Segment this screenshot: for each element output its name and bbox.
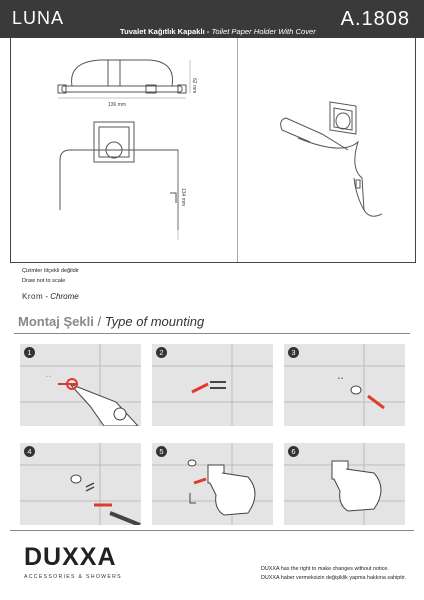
perspective-drawing <box>280 101 383 217</box>
step-1-illustration: ◦ ◦ <box>20 344 141 426</box>
mounting-step-3: • • 3 <box>284 344 405 426</box>
mounting-rule <box>14 333 410 334</box>
finish-sep: - <box>43 292 51 301</box>
header-bar: LUNA A.1808 Tuvalet Kağıtlık Kapaklı - T… <box>0 0 424 38</box>
height-dim-label: 134 mm <box>180 188 186 206</box>
step-1-number: 1 <box>24 347 35 358</box>
finish-tr: Krom <box>22 292 44 301</box>
mounting-title-en: Type of mounting <box>104 314 205 329</box>
svg-text:◦ ◦: ◦ ◦ <box>46 374 51 380</box>
insert-arrow-icon <box>191 382 209 394</box>
disclaimer: DUXXA has the right to make changes with… <box>261 565 406 583</box>
rosette <box>335 112 351 130</box>
logo-text: DUXXA <box>24 543 117 571</box>
bracket-arrow-icon <box>367 394 385 410</box>
top-view-bar <box>61 85 183 93</box>
mounting-step-2: 2 <box>152 344 273 426</box>
arm <box>280 117 349 151</box>
svg-text:• •: • • <box>338 376 343 382</box>
step-5-number: 5 <box>156 446 167 457</box>
product-title-sep: - <box>204 27 212 36</box>
footer-rule <box>10 530 414 531</box>
mounting-step-4: 4 <box>20 443 141 525</box>
step-2-number: 2 <box>156 347 167 358</box>
mounting-title-tr: Montaj Şekli <box>18 314 94 329</box>
cover-knob <box>355 179 361 189</box>
finish-label: Krom - Chrome <box>22 292 79 301</box>
scale-note: Çizimler ölçekli değildir Draw not to sc… <box>22 266 79 286</box>
step-2-illustration <box>152 344 273 426</box>
step-6-number: 6 <box>288 446 299 457</box>
mounting-step-1: ◦ ◦ 1 <box>20 344 141 426</box>
scale-note-en: Draw not to scale <box>22 278 66 284</box>
top-view-knob <box>145 84 157 94</box>
attach-arrow-icon <box>193 477 207 485</box>
front-view-plate-inner <box>98 126 130 158</box>
depth-dim-label: 62 mm <box>191 78 197 93</box>
cover-edge <box>353 177 365 211</box>
product-title: Tuvalet Kağıtlık Kapaklı - Toilet Paper … <box>120 27 316 36</box>
product-title-en: Toilet Paper Holder With Cover <box>211 27 316 36</box>
disclaimer-en: DUXXA has the right to make changes with… <box>260 566 389 572</box>
product-code: A.1808 <box>340 8 410 30</box>
step-3-illustration: • • <box>284 344 405 426</box>
finish-en: Chrome <box>50 292 79 301</box>
logo-tagline: ACCESSORIES & SHOWERS <box>24 574 122 580</box>
drill-icon <box>69 383 139 426</box>
top-view-stem <box>107 59 121 87</box>
bracket-icon <box>70 474 82 484</box>
step-4-number: 4 <box>24 446 35 457</box>
scale-note-tr: Çizimler ölçekli değildir <box>22 268 79 274</box>
front-view-hook <box>170 192 177 203</box>
top-view-cap-left <box>57 84 67 94</box>
front-view-plate <box>93 121 135 163</box>
duxxa-logo: DUXXA <box>24 543 117 572</box>
drill-chuck <box>113 407 127 421</box>
step-5-illustration <box>152 443 273 525</box>
screwdriver-icon <box>109 511 141 525</box>
top-view-cover <box>71 59 174 87</box>
drawing-divider <box>237 38 238 262</box>
disclaimer-tr: DUXXA haber vermeksizin değişiklik yapma… <box>260 575 406 581</box>
technical-drawing-frame <box>10 38 416 263</box>
mounting-title: Montaj Şekli / Type of mounting <box>18 314 204 329</box>
product-title-tr: Tuvalet Kağıtlık Kapaklı <box>120 27 205 36</box>
cover <box>297 137 383 217</box>
series-name: LUNA <box>12 8 65 28</box>
top-view-cap-right <box>177 84 187 94</box>
installed-holder-icon <box>333 468 382 512</box>
width-dim-label: 136 mm <box>108 102 126 108</box>
mounting-step-5: 5 <box>152 443 273 525</box>
step-4-illustration <box>20 443 141 525</box>
allen-key-icon <box>189 493 196 504</box>
technical-drawing: 136 mm 62 mm 134 mm <box>57 59 197 240</box>
mounting-step-6: 6 <box>284 443 405 525</box>
step-6-illustration <box>284 443 405 525</box>
wall-plate <box>329 101 357 135</box>
step-3-number: 3 <box>288 347 299 358</box>
mounting-title-sep: / <box>93 314 105 329</box>
mounting-bracket-icon <box>350 385 362 395</box>
wall-plate-inner <box>333 107 353 131</box>
holder-cover-icon <box>209 472 256 516</box>
